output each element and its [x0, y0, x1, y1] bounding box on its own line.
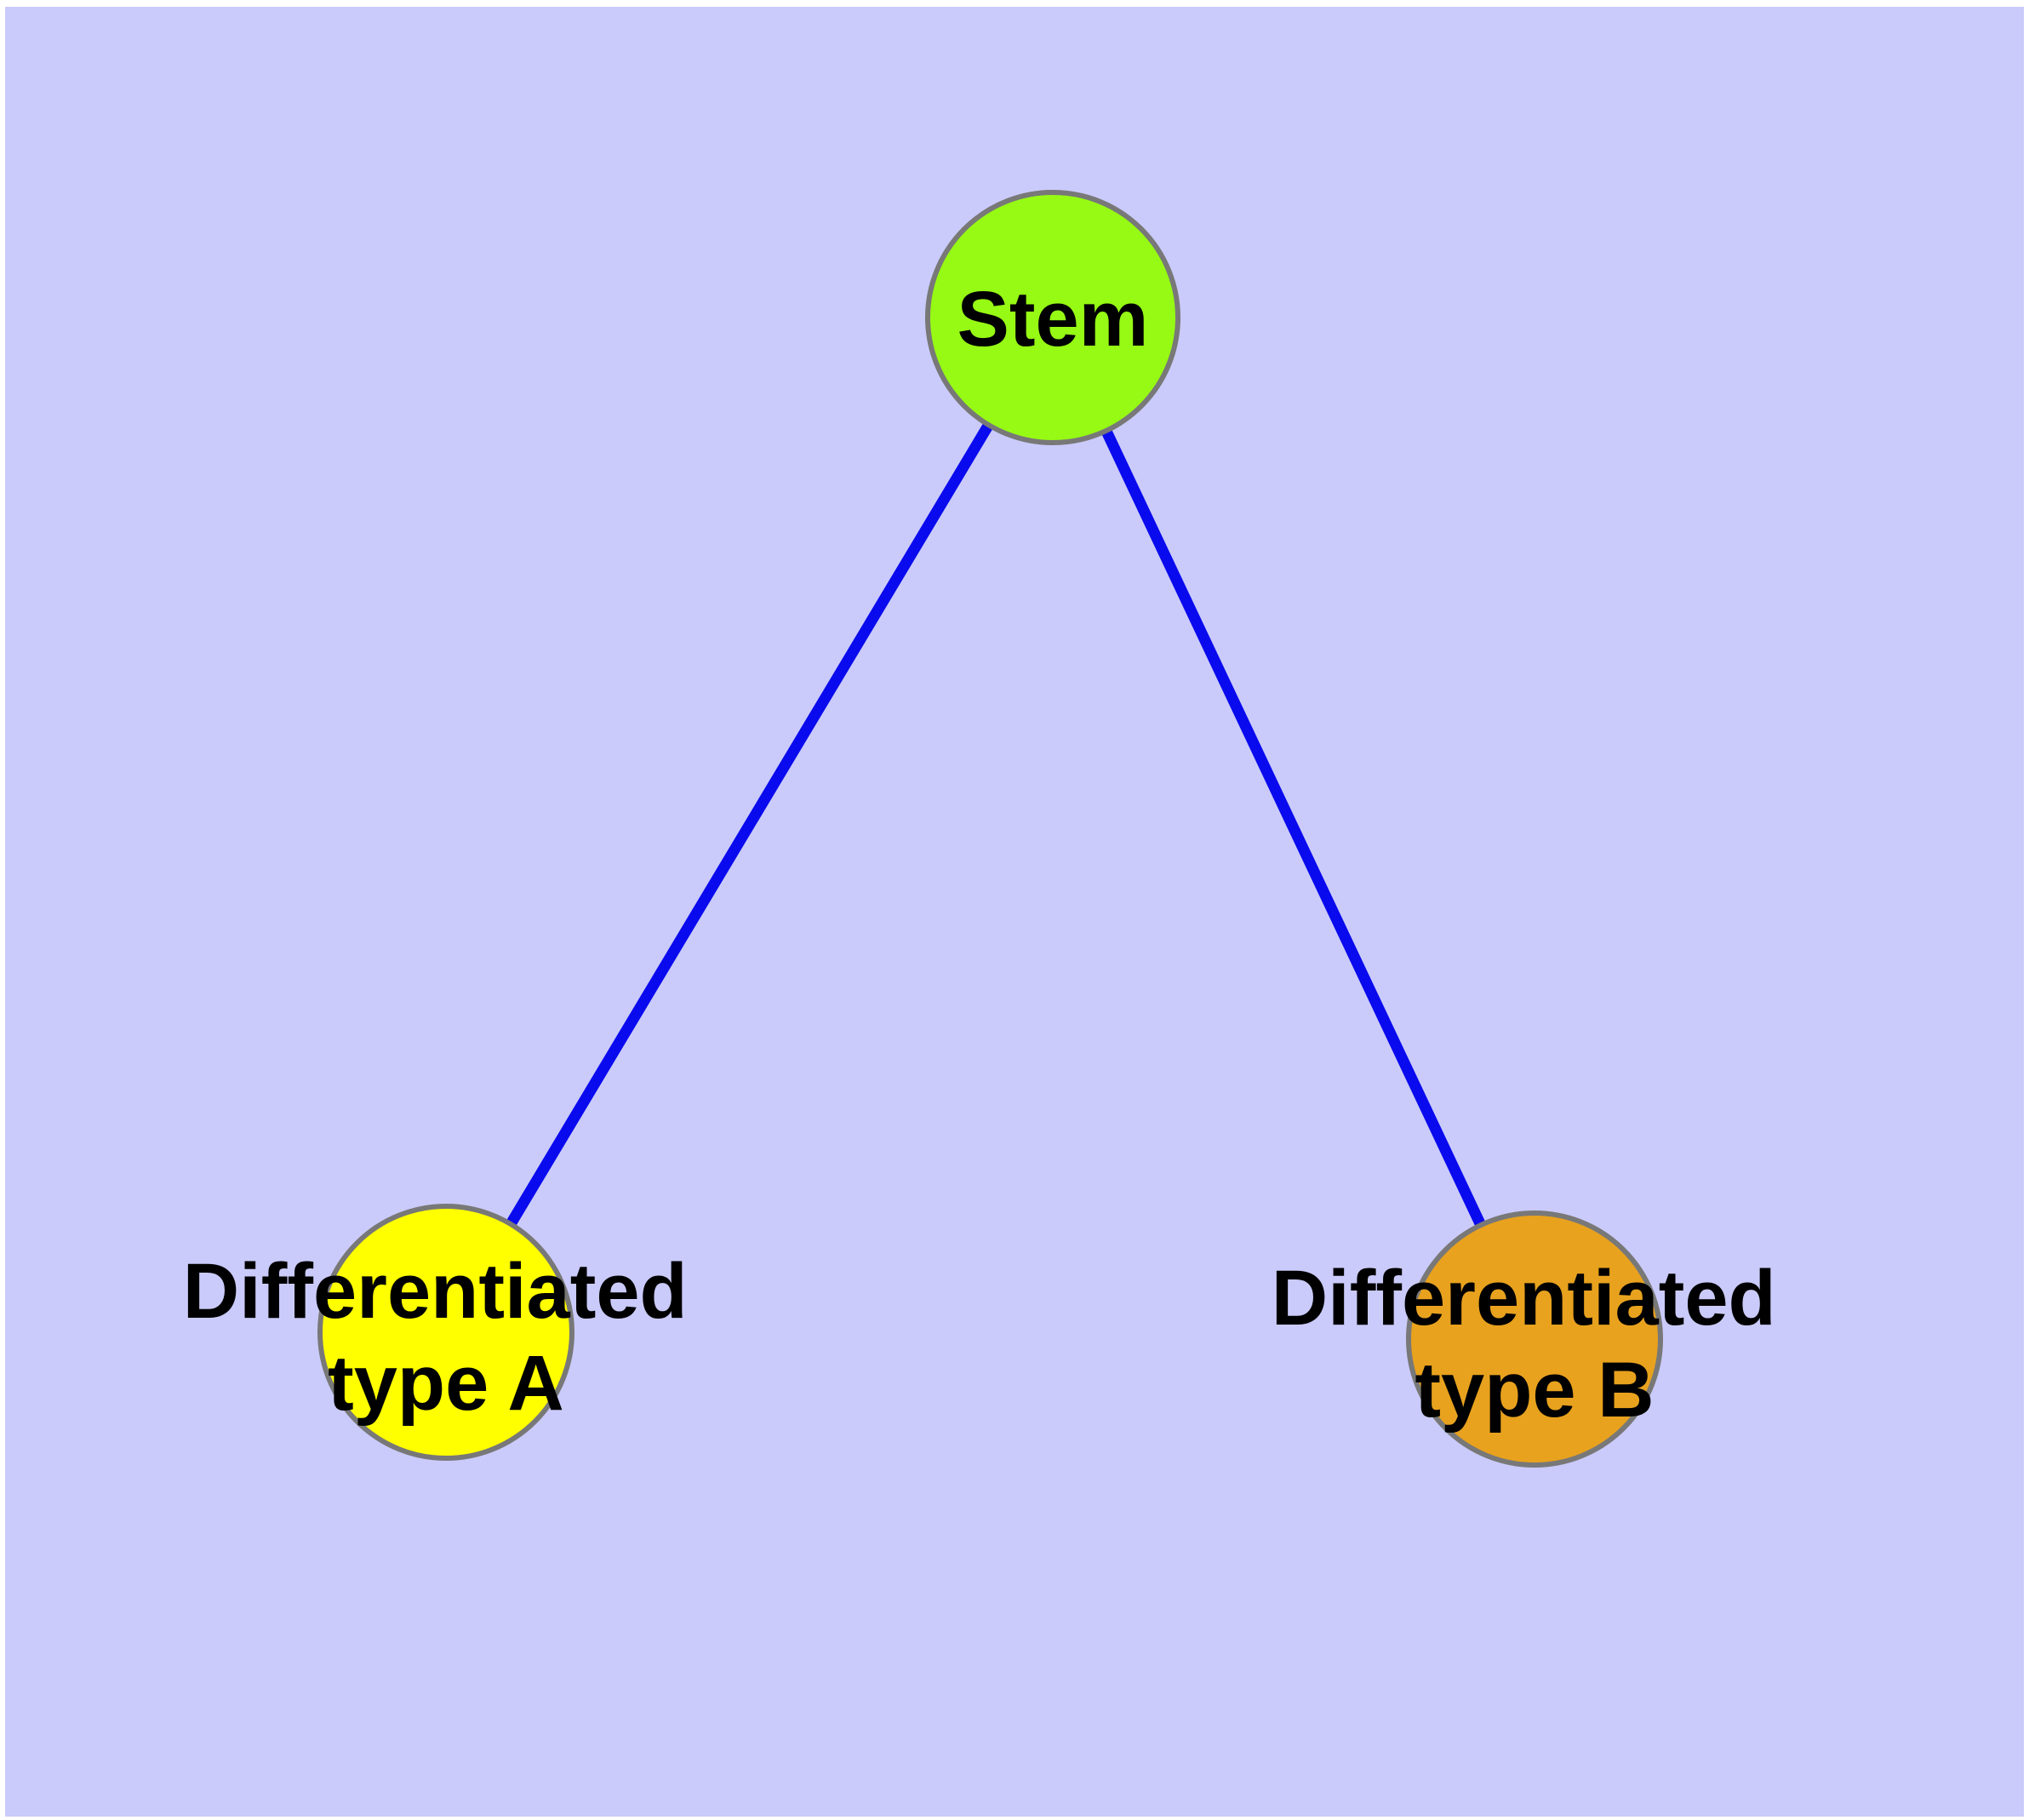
node-differentiated-type-a [317, 1204, 574, 1461]
node-type-b-label-line2: type B [1415, 1347, 1654, 1434]
node-type-b-label-line1: Differentiated [1272, 1255, 1776, 1342]
node-type-b-label: Differentiated type B [1272, 1255, 1798, 1434]
node-type-a-label-line2: type A [328, 1340, 564, 1427]
node-type-a-label-line1: Differentiated [183, 1248, 688, 1335]
node-stem [925, 190, 1180, 445]
node-type-a-label: Differentiated type A [183, 1248, 710, 1427]
edge-stem-to-type-b [1048, 315, 1540, 1342]
edge-stem-to-type-a [441, 314, 1058, 1336]
node-differentiated-type-b [1406, 1210, 1663, 1468]
node-stem-label: Stem [957, 276, 1149, 363]
